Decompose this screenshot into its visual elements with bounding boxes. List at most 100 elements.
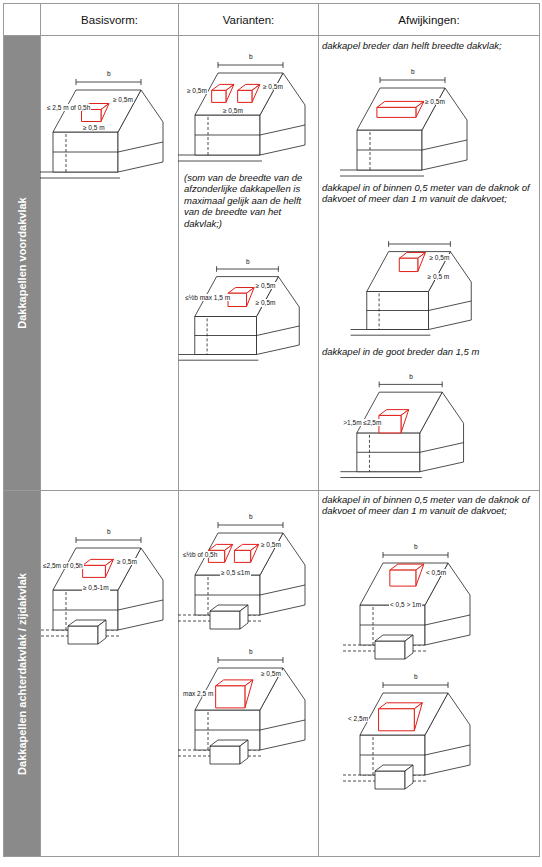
- section-line: [369, 435, 370, 472]
- dimension-label: ≥ 0,5m: [255, 299, 277, 306]
- ground-line: [178, 155, 262, 161]
- dimension-label: ≤½b of 0,5h: [182, 551, 218, 558]
- dimension-line: [217, 266, 279, 272]
- table-row-line: [4, 35, 540, 36]
- dimension-line: [218, 62, 283, 68]
- dormer-cheek: [247, 288, 255, 307]
- dimension-label: ≥ 0,5m: [116, 558, 138, 565]
- row-title: Dakkapellen achterdakvlak / zijdakvlak: [16, 573, 28, 775]
- dormer-front: [390, 570, 416, 586]
- dormer: [379, 410, 409, 433]
- dormer-cheek: [401, 410, 409, 433]
- section-line: [66, 134, 67, 172]
- dimension-label: b: [413, 673, 419, 680]
- table-row-line: [4, 490, 540, 491]
- dormer-front: [83, 565, 106, 577]
- annex-side: [405, 765, 413, 789]
- ground-line: [351, 330, 431, 336]
- dimension-label: ≥ 0,5m: [260, 541, 282, 548]
- section-line: [66, 592, 67, 630]
- dormer-front: [234, 550, 250, 562]
- dormer-cheek: [252, 84, 260, 102]
- dormer-cheek: [414, 703, 422, 731]
- dormer: [390, 564, 424, 586]
- ground-line: [36, 172, 120, 178]
- column-header: Afwijkingen:: [319, 4, 539, 35]
- dormer: [399, 253, 425, 272]
- house-sketch: [178, 522, 305, 629]
- roof-plane: [360, 563, 448, 605]
- section-line: [370, 132, 371, 170]
- table-column-line: [178, 4, 179, 857]
- dimension-line: [218, 657, 283, 663]
- dormer-front: [216, 686, 245, 708]
- table-column-line: [40, 4, 41, 857]
- gable-wall: [260, 73, 305, 155]
- dimension-label: < 0,5m: [425, 569, 447, 576]
- house-sketch: [343, 552, 470, 659]
- dimension-label: b: [248, 53, 254, 60]
- dormer: [228, 288, 254, 307]
- dormer-front: [377, 107, 416, 117]
- gable-wall: [422, 88, 467, 170]
- dormer-front: [379, 709, 415, 731]
- floor-line: [360, 745, 470, 755]
- annex-side: [240, 740, 248, 764]
- annex-side: [98, 620, 106, 644]
- dimension-label: b: [245, 258, 251, 265]
- column-title: Basisvorm:: [81, 14, 138, 26]
- row-header-band: Dakkapellen voordakvlak: [4, 36, 40, 490]
- roof-plane: [195, 73, 283, 115]
- section-line: [208, 577, 209, 615]
- dimension-label: b: [248, 648, 254, 655]
- dimension-label: b: [106, 528, 112, 535]
- note-text: dakkapel breder dan helft breedte dakvla…: [322, 40, 536, 51]
- note-text: dakkapel in of binnen 0,5 meter van de d…: [322, 182, 536, 205]
- dimension-label: < 2,5m: [347, 715, 369, 722]
- row-header-band: Dakkapellen achterdakvlak / zijdakvlak: [4, 491, 40, 856]
- dormer: [234, 544, 258, 562]
- dormer-front: [238, 90, 252, 102]
- dormer-cheek: [245, 680, 253, 708]
- floor-line: [195, 326, 300, 336]
- column-header: Basisvorm:: [41, 4, 178, 35]
- floor-line: [357, 140, 467, 150]
- note-text: dakkapel in de goot breder dan 1,5 m: [322, 346, 536, 357]
- dormer: [238, 84, 260, 102]
- dormer-cheek: [418, 253, 426, 272]
- section-line: [208, 117, 209, 155]
- gable-wall: [425, 563, 470, 645]
- section-line: [208, 712, 209, 750]
- dimension-line: [383, 552, 448, 558]
- ground-line: [179, 355, 259, 361]
- annex-front: [210, 611, 240, 629]
- dormer: [377, 101, 424, 117]
- dimension-label: ≥ 0,5m: [424, 98, 446, 105]
- ground-line: [340, 472, 421, 478]
- dormer: [216, 680, 253, 708]
- dimension-label: ≥ 0,5-1m: [82, 584, 110, 591]
- dimension-line: [389, 241, 451, 247]
- section-line: [207, 318, 208, 354]
- floor-line: [195, 720, 305, 730]
- dimension-label: >1,5m ≤2,5m: [342, 419, 382, 426]
- dormer: [379, 703, 423, 731]
- house-sketch: [36, 79, 163, 178]
- floor-line: [367, 301, 472, 311]
- roof-plane: [357, 392, 442, 433]
- annex-front: [210, 746, 240, 764]
- gable-wall: [260, 533, 305, 615]
- dimension-label: max 2,5 m: [182, 690, 214, 697]
- dimension-label: ≥ 0,5 ≤1m: [220, 569, 251, 576]
- dormer-cheek: [416, 101, 424, 117]
- dimension-label: b: [413, 543, 419, 550]
- floor-line: [195, 585, 305, 595]
- section-line: [373, 737, 374, 775]
- table-border: [4, 4, 540, 857]
- row-title: Dakkapellen voordakvlak: [16, 197, 28, 328]
- section-line: [373, 607, 374, 645]
- house-sketch: [178, 657, 305, 764]
- column-header: Varianten:: [179, 4, 318, 35]
- annex-front: [375, 641, 405, 659]
- floor-line: [360, 615, 470, 625]
